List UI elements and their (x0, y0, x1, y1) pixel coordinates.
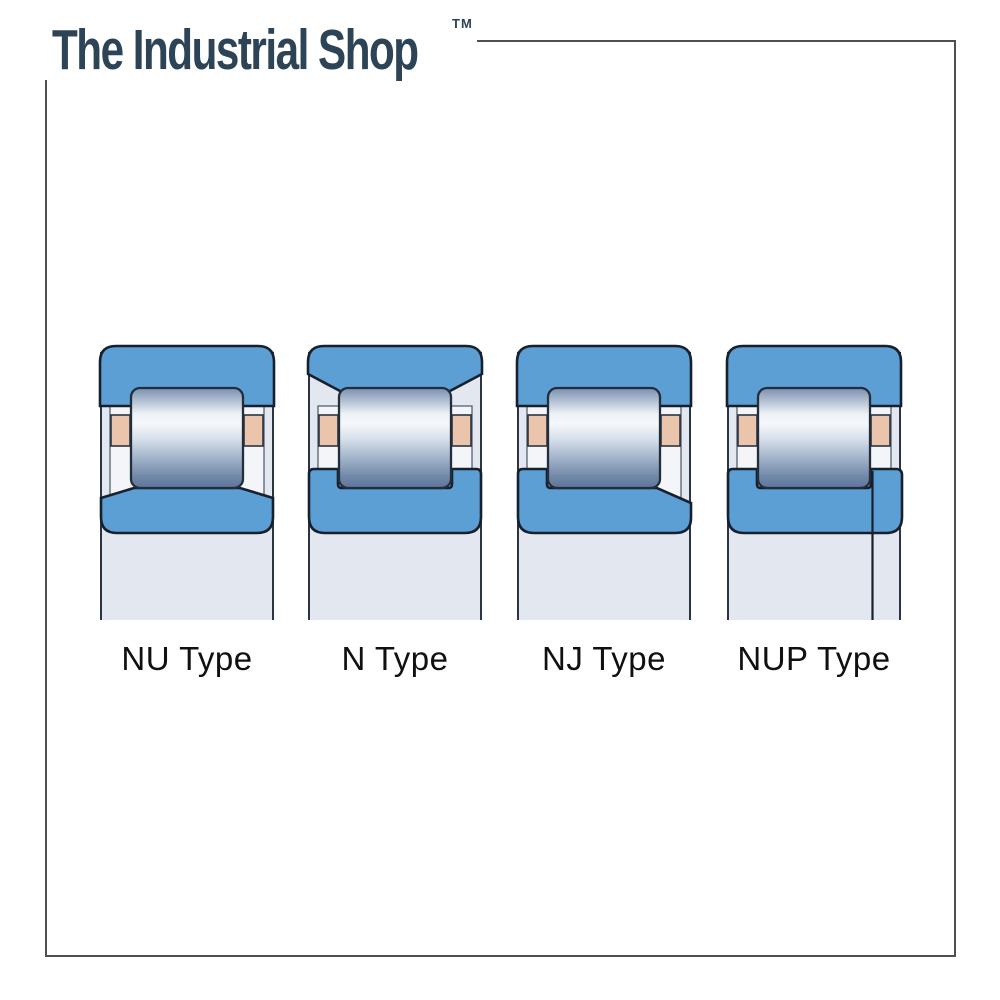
n-bearing-diagram (306, 344, 484, 620)
bearing-type-label-n: N Type (341, 640, 449, 677)
bearing-type-labels: NU Type N Type NJ Type NUP Type (0, 640, 1000, 680)
cage-left (110, 414, 131, 447)
roller (129, 386, 245, 490)
inner-ring (99, 486, 275, 535)
cage-left (318, 414, 339, 447)
roller (546, 386, 662, 490)
trademark-symbol: TM (452, 16, 473, 31)
outer-ring (306, 344, 484, 393)
cage-right (243, 414, 264, 447)
cage-left (527, 414, 548, 447)
roller (337, 386, 453, 490)
cage-right (451, 414, 472, 447)
roller (756, 386, 872, 490)
inner-ring (516, 467, 693, 535)
border-frame (45, 40, 956, 957)
nj-bearing-diagram (515, 344, 693, 620)
cage-left (737, 414, 758, 447)
brand-logo-text: The Industrial Shop (52, 18, 419, 82)
cage-right (660, 414, 681, 447)
cage-right (870, 414, 891, 447)
nu-bearing-diagram (98, 344, 276, 620)
brand-logo: The Industrial Shop TM (52, 16, 546, 82)
bearing-type-label-nu: NU Type (121, 640, 253, 677)
bearing-type-label-nj: NJ Type (542, 640, 666, 677)
bearing-type-label-nup: NUP Type (737, 640, 891, 677)
logo-background-mask (43, 36, 477, 80)
nup-bearing-diagram (725, 344, 904, 620)
